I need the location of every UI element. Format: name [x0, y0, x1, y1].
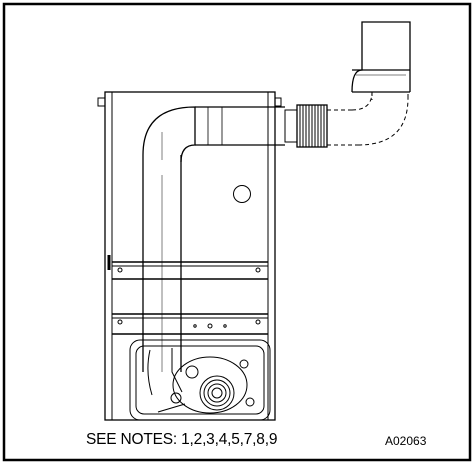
vent-pipe-upper: [351, 21, 411, 93]
blower-wheel: [199, 375, 235, 411]
figure-code: A02063: [385, 434, 427, 448]
furnace-cabinet: [97, 91, 282, 421]
vent-pipe-elbow: [142, 106, 196, 163]
see-notes-caption: SEE NOTES: 1,2,3,4,5,7,8,9: [86, 431, 278, 448]
vent-pipe-dashed: [327, 91, 409, 146]
knockout-hole: [233, 185, 251, 203]
vent-pipe-horizontal: [195, 106, 285, 146]
inducer-assembly: [129, 339, 271, 421]
vent-pipe-vertical: [142, 155, 182, 372]
vent-coupling: [284, 104, 328, 148]
